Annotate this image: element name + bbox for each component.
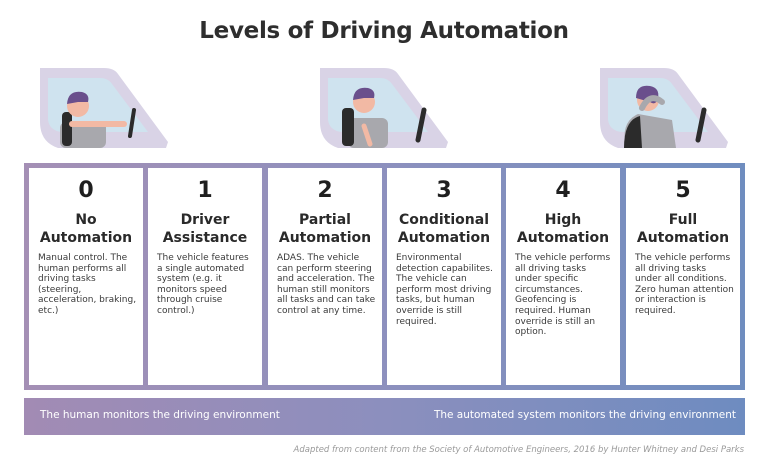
- level-description: The vehicle performs all driving tasks u…: [635, 253, 734, 316]
- level-number: 4: [555, 178, 571, 203]
- level-description: The vehicle features a single automated …: [157, 253, 249, 316]
- human-monitors-label: The human monitors the driving environme…: [40, 409, 280, 421]
- level-name-line1: High: [544, 212, 582, 228]
- level-number: 2: [317, 178, 333, 203]
- driver-hands-on-wheel-icon: [38, 62, 178, 154]
- level-description: ADAS. The vehicle can perform steering a…: [277, 253, 376, 316]
- level-name-line1: Full: [668, 212, 698, 228]
- level-name-line2: Automation: [397, 230, 491, 246]
- level-number: 3: [436, 178, 452, 203]
- source-credit: Adapted from content from the Society of…: [293, 445, 744, 455]
- level-name-line2: Automation: [278, 230, 372, 246]
- page-title: Levels of Driving Automation: [199, 18, 569, 44]
- level-number: 0: [78, 178, 94, 203]
- level-card-0: 0 No Automation Manual control. The huma…: [29, 168, 143, 385]
- level-name: No Automation: [29, 211, 143, 247]
- system-monitors-label: The automated system monitors the drivin…: [433, 409, 736, 421]
- level-name-line2: Automation: [636, 230, 730, 246]
- level-name-line1: Conditional: [398, 212, 489, 228]
- level-description: Environmental detection capabilites. The…: [396, 253, 493, 327]
- level-number: 1: [197, 178, 213, 203]
- level-name: Conditional Automation: [387, 211, 501, 247]
- level-name-line1: Driver: [180, 212, 230, 228]
- level-number: 5: [675, 178, 691, 203]
- level-card-2: 2 Partial Automation ADAS. The vehicle c…: [268, 168, 382, 385]
- level-name-line1: No: [75, 212, 97, 228]
- driver-hands-off-icon: [318, 62, 458, 154]
- level-description: The vehicle performs all driving tasks u…: [515, 253, 611, 338]
- driver-relaxing-icon: [598, 62, 738, 154]
- level-name: Partial Automation: [268, 211, 382, 247]
- level-card-3: 3 Conditional Automation Environmental d…: [387, 168, 501, 385]
- level-name-line2: Assistance: [162, 230, 248, 246]
- level-name: High Automation: [506, 211, 620, 247]
- level-card-5: 5 Full Automation The vehicle performs a…: [626, 168, 740, 385]
- levels-band: [24, 163, 745, 390]
- level-card-4: 4 High Automation The vehicle performs a…: [506, 168, 620, 385]
- level-name: Driver Assistance: [148, 211, 262, 247]
- level-description: Manual control. The human performs all d…: [38, 253, 137, 316]
- level-name-line1: Partial: [299, 212, 351, 228]
- level-card-1: 1 Driver Assistance The vehicle features…: [148, 168, 262, 385]
- monitoring-bar: The human monitors the driving environme…: [24, 398, 745, 435]
- level-name-line2: Automation: [39, 230, 133, 246]
- level-name: Full Automation: [626, 211, 740, 247]
- level-name-line2: Automation: [516, 230, 610, 246]
